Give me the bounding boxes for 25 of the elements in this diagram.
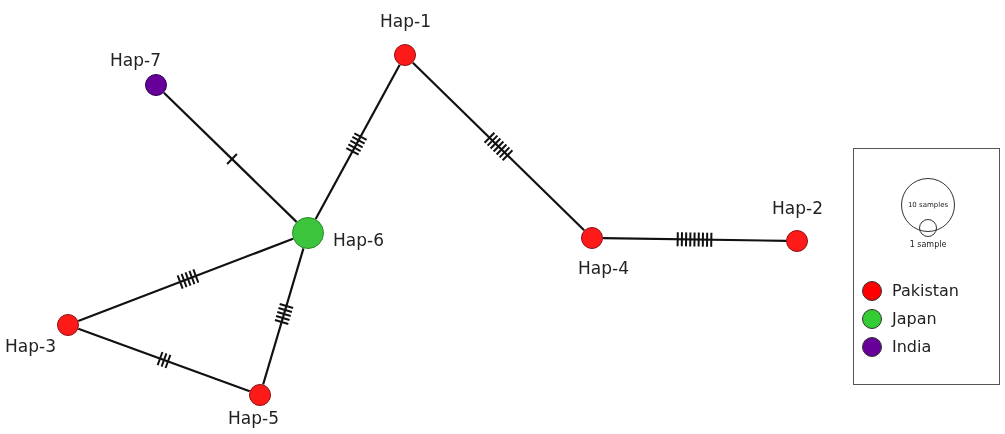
- legend-label: India: [892, 339, 932, 355]
- haplotype-label: Hap-2: [772, 200, 823, 217]
- connector-line: [262, 248, 305, 385]
- legend-label: Japan: [892, 311, 937, 327]
- haplotype-circle: [292, 217, 324, 249]
- haplotype-label: Hap-5: [228, 410, 279, 427]
- legend-label: 1 sample: [909, 241, 947, 249]
- connector-line: [77, 327, 251, 393]
- legend-label: Pakistan: [892, 283, 959, 299]
- haplotype-circle: [249, 384, 271, 406]
- connector-line: [77, 237, 294, 323]
- haplotype-label: Hap-1: [380, 13, 431, 30]
- haplotype-circle: [786, 230, 808, 252]
- connector-line: [412, 61, 585, 232]
- haplotype-label: Hap-3: [5, 338, 56, 355]
- connector-line: [603, 237, 786, 242]
- connector-line: [163, 91, 298, 223]
- haplotype-circle: [394, 44, 416, 66]
- haplotype-circle: [145, 74, 167, 96]
- haplotype-circle: [57, 314, 79, 336]
- haplotype-label: Hap-7: [110, 52, 161, 69]
- haplotype-circle: [581, 227, 603, 249]
- haplotype-label: Hap-6: [333, 232, 384, 249]
- connector-line: [314, 64, 401, 220]
- haplotype-label: Hap-4: [578, 260, 629, 277]
